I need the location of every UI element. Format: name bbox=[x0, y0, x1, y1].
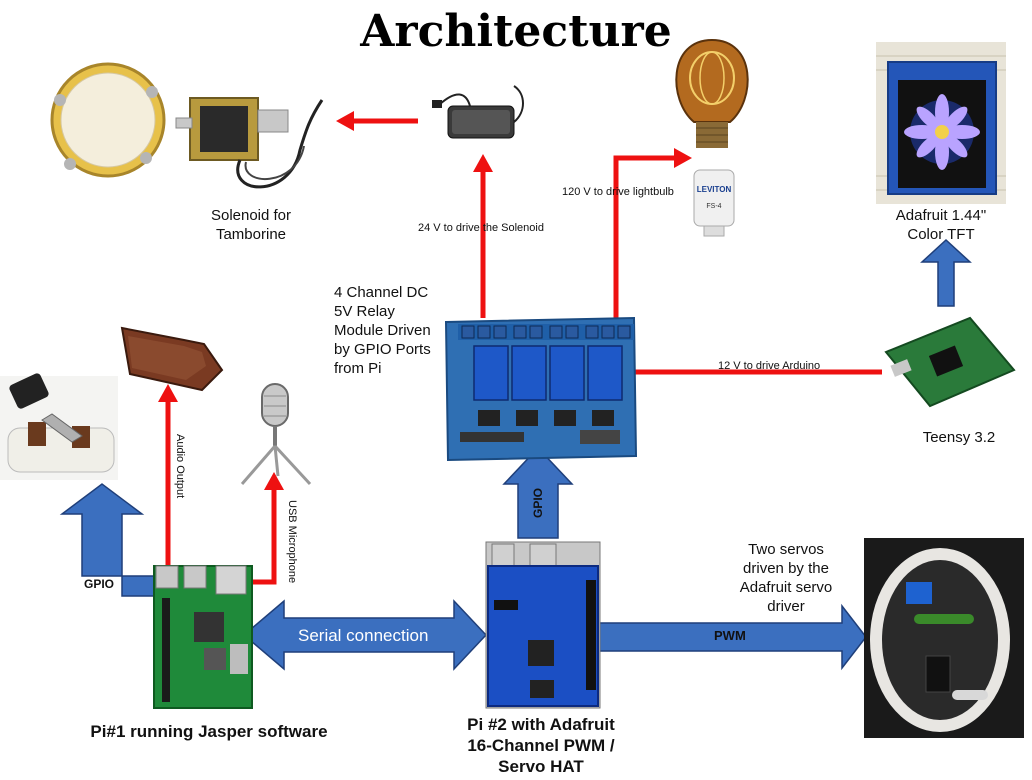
pwm-label: PWM bbox=[714, 628, 746, 643]
pi1-label: Pi#1 running Jasper software bbox=[90, 722, 328, 741]
lightbulb-power-label: 120 V to drive lightbulb bbox=[562, 186, 674, 198]
tft-label: Adafruit 1.44" Color TFT bbox=[876, 206, 1006, 244]
speaker-image bbox=[120, 326, 224, 392]
power-brick-image bbox=[432, 85, 524, 139]
wire-arrow-speaker bbox=[158, 384, 178, 402]
pi1-image bbox=[153, 565, 253, 709]
microphone-image bbox=[240, 383, 312, 486]
wire-arrow-power-brick bbox=[473, 154, 493, 172]
starter-image: LEVITON FS-4 bbox=[693, 169, 735, 237]
relay-label-line: 4 Channel DC bbox=[334, 284, 429, 301]
page-title: Architecture bbox=[360, 6, 672, 57]
servos-label-line: driven by the bbox=[743, 560, 829, 577]
wire-to-lightbulb bbox=[613, 155, 678, 318]
arduino-power-label: 12 V to drive Arduino bbox=[718, 360, 821, 372]
relay-label-line: Module Driven bbox=[334, 322, 431, 339]
servos-label-line: Two servos bbox=[748, 541, 824, 558]
audio-output-label: Audio Output bbox=[174, 434, 186, 499]
serial-connection-label: Serial connection bbox=[298, 626, 429, 645]
relay-label: 4 Channel DC 5V Relay Module Driven by G… bbox=[334, 283, 444, 378]
teensy-image bbox=[884, 316, 1016, 408]
solenoid-image bbox=[175, 97, 324, 189]
servos-label-line: Adafruit servo bbox=[739, 579, 833, 596]
red-wires bbox=[158, 111, 882, 585]
teensy-label: Teensy 3.2 bbox=[922, 429, 996, 446]
svg-text:LEVITON: LEVITON bbox=[697, 185, 732, 194]
blue-arrows bbox=[59, 238, 972, 671]
lightbulb-image bbox=[675, 38, 749, 148]
servos-label: Two servos driven by the Adafruit servo … bbox=[726, 540, 846, 616]
pi2-label-line: 16-Channel PWM / bbox=[467, 736, 615, 755]
solenoid-label-line: Solenoid for bbox=[210, 207, 292, 224]
pi2-image bbox=[485, 541, 601, 709]
relay-label-line: from Pi bbox=[334, 360, 382, 377]
solenoid-label: Solenoid for Tamborine bbox=[196, 206, 306, 244]
tambourine-image bbox=[50, 62, 166, 178]
wire-arrow-mic bbox=[264, 472, 284, 490]
wire-arrow-lightbulb bbox=[674, 148, 692, 168]
relay-label-line: 5V Relay bbox=[334, 303, 395, 320]
tft-label-line: Color TFT bbox=[907, 226, 975, 243]
gpio-relay-label: GPIO bbox=[531, 488, 545, 519]
gpio-switch-label: GPIO bbox=[84, 577, 115, 591]
relay-label-line: by GPIO Ports bbox=[334, 341, 431, 358]
svg-text:FS-4: FS-4 bbox=[706, 203, 721, 210]
solenoid-power-label: 24 V to drive the Solenoid bbox=[418, 222, 544, 234]
usb-microphone-label: USB Microphone bbox=[286, 500, 298, 584]
tft-image bbox=[876, 42, 1006, 204]
tft-label-line: Adafruit 1.44" bbox=[895, 207, 987, 224]
gpio-relay-arrow bbox=[502, 446, 574, 539]
servos-label-line: driver bbox=[767, 598, 805, 615]
pi2-label-line: Servo HAT bbox=[498, 757, 584, 776]
servo-robot-image bbox=[864, 538, 1024, 738]
wire-mic bbox=[250, 488, 277, 585]
knife-switch-image bbox=[0, 373, 118, 480]
pwm-arrow bbox=[597, 603, 867, 671]
solenoid-label-line: Tamborine bbox=[215, 226, 287, 243]
tft-arrow bbox=[920, 238, 972, 307]
relay-module-image bbox=[444, 316, 638, 462]
gpio-switch-arrow bbox=[59, 483, 156, 597]
pi2-label: Pi #2 with Adafruit 16-Channel PWM / Ser… bbox=[436, 714, 646, 777]
wire-arrow-solenoid bbox=[336, 111, 354, 131]
pi2-label-line: Pi #2 with Adafruit bbox=[467, 715, 615, 734]
